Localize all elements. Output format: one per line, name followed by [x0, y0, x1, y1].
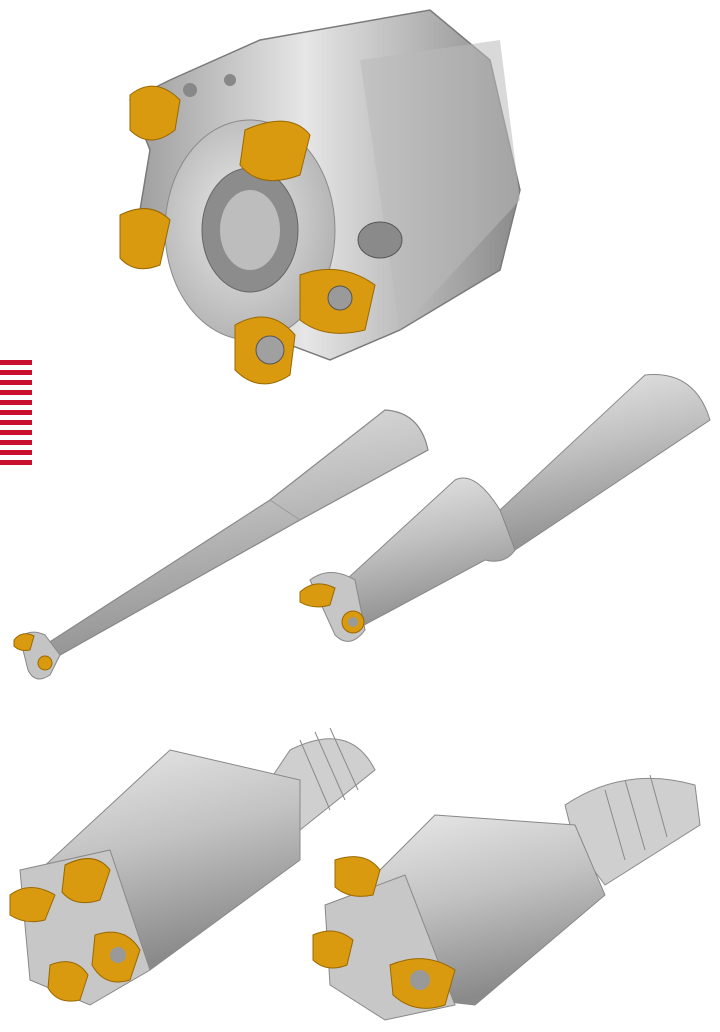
- stepped-shank-end-mill: [299, 374, 711, 642]
- long-tapered-ball-end-mill: [13, 409, 429, 680]
- face-mill-cutter: [119, 9, 521, 385]
- threaded-shank-4-insert-end-mill: [9, 727, 376, 1006]
- flag-stripes: [0, 360, 32, 465]
- threaded-shank-3-insert-end-mill: [312, 774, 701, 1021]
